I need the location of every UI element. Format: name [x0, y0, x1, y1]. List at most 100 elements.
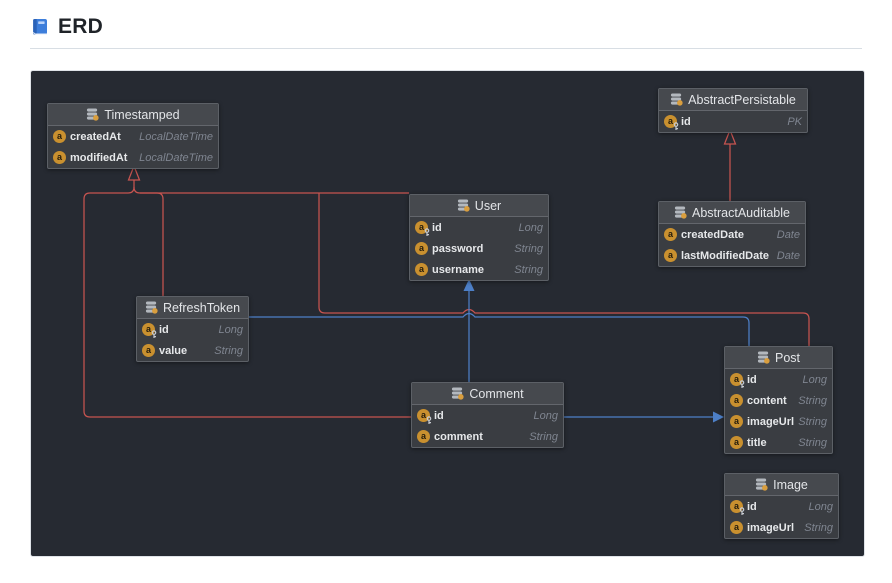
field-name: id [747, 500, 757, 513]
blue-book-icon [30, 17, 50, 37]
field-type: String [529, 430, 558, 443]
header-divider [30, 48, 862, 49]
field-row: createdAt LocalDateTime [48, 126, 218, 147]
field-type: String [514, 263, 543, 276]
database-icon [145, 301, 158, 314]
reference-arrowhead-user [463, 279, 475, 291]
entity-abstractpersistable: AbstractPersistable id PK [658, 88, 808, 133]
field-type: String [798, 415, 827, 428]
field-type: Date [776, 228, 800, 241]
database-icon [670, 93, 683, 106]
field-type: Long [518, 221, 543, 234]
field-row: createdDate Date [659, 224, 805, 245]
field-type: String [804, 521, 833, 534]
entity-header: AbstractAuditable [659, 202, 805, 224]
entity-header: Post [725, 347, 832, 369]
field-name: id [681, 115, 691, 128]
field-row: modifiedAt LocalDateTime [48, 147, 218, 168]
field-row: value String [137, 340, 248, 361]
attribute-icon [730, 521, 743, 534]
field-row: title String [725, 432, 832, 453]
database-icon [674, 206, 687, 219]
field-type: Long [218, 323, 243, 336]
entity-name: RefreshToken [162, 300, 241, 315]
field-row: lastModifiedDate Date [659, 245, 805, 266]
primary-key-icon [415, 221, 430, 236]
erd-diagram-panel[interactable]: Timestamped createdAt LocalDateTime modi… [30, 70, 865, 557]
field-name: id [159, 323, 169, 336]
database-icon [757, 351, 770, 364]
field-type: Long [808, 500, 833, 513]
field-type: String [214, 344, 243, 357]
field-row: id PK [659, 111, 807, 132]
attribute-icon [664, 249, 677, 262]
database-icon [86, 108, 99, 121]
field-type: Long [802, 373, 827, 386]
field-type: Date [776, 249, 800, 262]
primary-key-icon [417, 409, 432, 424]
attribute-icon [142, 344, 155, 357]
inheritance-line-refreshtoken-timestamped [133, 186, 164, 296]
attribute-icon [415, 263, 428, 276]
entity-abstractauditable: AbstractAuditable createdDate Date lastM… [658, 201, 806, 267]
attribute-icon [664, 228, 677, 241]
entity-name: Comment [469, 386, 524, 401]
entity-comment: Comment id Long comment String [411, 382, 564, 448]
database-icon [457, 199, 470, 212]
field-type: Long [533, 409, 558, 422]
field-name: title [747, 436, 767, 449]
field-name: id [432, 221, 442, 234]
field-row: id Long [410, 217, 548, 238]
entity-header: RefreshToken [137, 297, 248, 319]
database-icon [451, 387, 465, 400]
attribute-icon [53, 130, 66, 143]
attribute-icon [730, 394, 743, 407]
field-type: String [798, 394, 827, 407]
attribute-icon [415, 242, 428, 255]
field-row: comment String [412, 426, 563, 447]
field-type: String [798, 436, 827, 449]
entity-header: Timestamped [48, 104, 218, 126]
entity-image: Image id Long imageUrl String [724, 473, 839, 539]
entity-post: Post id Long content String imageUrl Str… [724, 346, 833, 454]
field-row: username String [410, 259, 548, 280]
entity-header: AbstractPersistable [659, 89, 807, 111]
attribute-icon [417, 430, 430, 443]
field-type: LocalDateTime [139, 130, 213, 143]
entity-header: Image [725, 474, 838, 496]
page-title: ERD [58, 15, 103, 38]
field-row: id Long [137, 319, 248, 340]
field-row: id Long [412, 405, 563, 426]
inheritance-arrowhead-abstractpersistable [723, 128, 737, 145]
entity-name: Timestamped [104, 107, 180, 122]
field-type: String [514, 242, 543, 255]
page-header: ERD [30, 15, 862, 39]
primary-key-icon [730, 500, 745, 515]
entity-header: User [410, 195, 548, 217]
attribute-icon [730, 415, 743, 428]
entity-name: Post [774, 350, 800, 365]
field-name: id [747, 373, 757, 386]
reference-line-refreshtoken-post [249, 312, 750, 346]
entity-name: AbstractAuditable [692, 205, 790, 220]
field-name: password [432, 242, 484, 255]
field-row: imageUrl String [725, 517, 838, 538]
field-type: PK [787, 115, 802, 128]
primary-key-icon [730, 373, 745, 388]
reference-arrowhead-post [713, 411, 724, 423]
entity-timestamped: Timestamped createdAt LocalDateTime modi… [47, 103, 219, 169]
database-icon [755, 478, 768, 491]
attribute-icon [730, 436, 743, 449]
field-name: id [434, 409, 444, 422]
entity-name: User [474, 198, 502, 213]
field-name: lastModifiedDate [681, 249, 770, 262]
entity-refreshtoken: RefreshToken id Long value String [136, 296, 249, 362]
field-name: modifiedAt [70, 151, 128, 164]
field-name: createdDate [681, 228, 744, 241]
field-name: imageUrl [747, 415, 795, 428]
entity-user: User id Long password String username St… [409, 194, 549, 281]
field-row: content String [725, 390, 832, 411]
inheritance-line-comment-timestamped [83, 180, 411, 418]
attribute-icon [53, 151, 66, 164]
field-name: createdAt [70, 130, 121, 143]
